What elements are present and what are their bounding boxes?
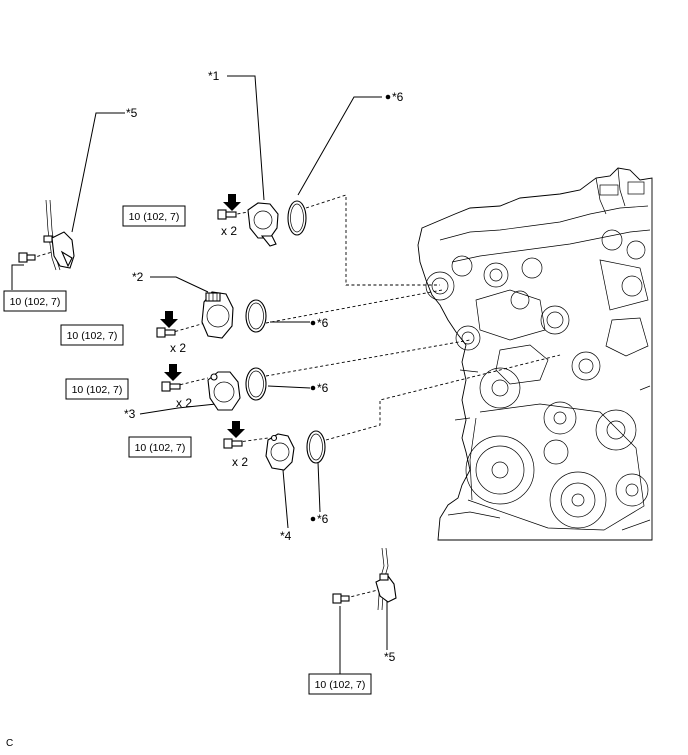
callout-6-top: *6 <box>392 90 404 104</box>
bolt-icon <box>161 381 181 392</box>
camshaft-timing-cover-1 <box>247 202 279 247</box>
camshaft-timing-cover-3 <box>207 371 241 411</box>
quantity-cover-4: x 2 <box>232 455 248 469</box>
callout-1: *1 <box>208 69 220 83</box>
camshaft-timing-cover-2 <box>201 291 234 339</box>
torque-box-cover-3: 10 (102, 7) <box>65 378 129 400</box>
dot-icon <box>310 320 316 326</box>
torque-box-sensor-lower: 10 (102, 7) <box>308 673 372 695</box>
dot-icon <box>385 94 391 100</box>
bolt-icon <box>223 438 243 449</box>
torque-value: 10 (102, 7) <box>72 384 123 396</box>
torque-value: 10 (102, 7) <box>135 442 186 454</box>
bolt-icon <box>156 327 176 338</box>
figure-code: C <box>6 738 13 749</box>
callout-6-c: *6 <box>317 512 329 526</box>
callout-5-top: *5 <box>126 106 138 120</box>
torque-box-cover-1: 10 (102, 7) <box>122 205 186 227</box>
quantity-cover-3: x 2 <box>176 396 192 410</box>
torque-value: 10 (102, 7) <box>67 330 118 342</box>
arrow-down-icon <box>227 421 245 438</box>
camshaft-timing-cover-4 <box>265 433 295 471</box>
o-ring-icon <box>245 367 267 401</box>
arrow-down-icon <box>164 364 182 381</box>
torque-box-sensor-upper: 10 (102, 7) <box>3 290 67 312</box>
torque-value: 10 (102, 7) <box>10 296 61 308</box>
callout-3: *3 <box>124 407 136 421</box>
callout-6-a: *6 <box>317 316 329 330</box>
torque-box-cover-2: 10 (102, 7) <box>60 324 124 346</box>
arrow-down-icon <box>160 311 178 328</box>
callout-6-b: *6 <box>317 381 329 395</box>
o-ring-inner <box>290 203 304 233</box>
quantity-cover-1: x 2 <box>221 224 237 238</box>
dot-icon <box>310 385 316 391</box>
o-ring-inner <box>248 302 264 330</box>
torque-value: 10 (102, 7) <box>129 211 180 223</box>
o-ring-icon <box>306 430 326 464</box>
arrow-down-icon <box>223 194 241 211</box>
sensor-upper <box>43 199 75 271</box>
o-ring-icon <box>245 299 267 333</box>
sensor-lower <box>375 547 397 611</box>
dot-icon <box>310 516 316 522</box>
bolt-icon <box>18 252 36 263</box>
o-ring-inner <box>309 433 323 461</box>
o-ring-inner <box>248 370 264 398</box>
callout-4: *4 <box>280 529 292 543</box>
callout-2: *2 <box>132 270 144 284</box>
engine-illustration <box>417 167 653 541</box>
callout-5-bottom: *5 <box>384 650 396 664</box>
bolt-icon <box>332 593 350 604</box>
leader-lines <box>11 75 388 676</box>
quantity-cover-2: x 2 <box>170 341 186 355</box>
torque-value: 10 (102, 7) <box>315 679 366 691</box>
torque-box-cover-4: 10 (102, 7) <box>128 436 192 458</box>
o-ring-icon <box>287 200 307 236</box>
bolt-icon <box>217 209 237 220</box>
